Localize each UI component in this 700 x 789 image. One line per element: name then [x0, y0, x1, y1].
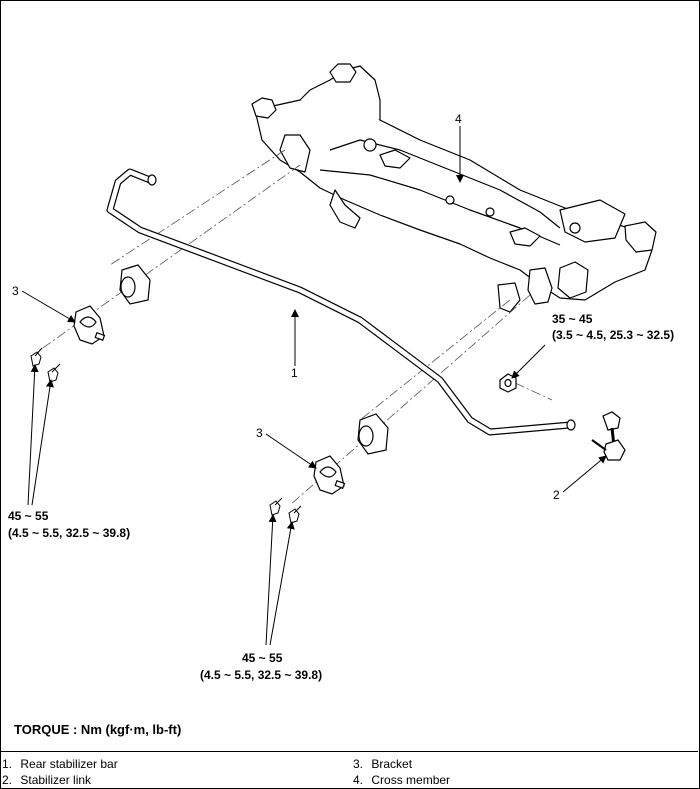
legend-number: 3.	[353, 757, 364, 771]
legend-item: 2. Stabilizer link	[2, 773, 91, 788]
legend-number: 4.	[353, 773, 364, 787]
legend-item: 1. Rear stabilizer bar	[2, 757, 118, 772]
leader-lines	[21, 126, 607, 646]
cross-member	[251, 63, 657, 313]
torque-link-nut-range: 35 ~ 45	[552, 312, 593, 326]
callout-3-center: 3	[256, 426, 263, 440]
legend-label: Bracket	[371, 757, 413, 771]
rear-stabilizer-bar	[106, 168, 576, 436]
legend-item: 4. Cross member	[353, 773, 450, 788]
bushings	[119, 264, 389, 455]
legend-label: Stabilizer link	[20, 773, 92, 787]
torque-center-bracket-range: 45 ~ 55	[242, 651, 283, 665]
legend-number: 1.	[2, 757, 13, 771]
torque-link-nut-detail: (3.5 ~ 4.5, 25.3 ~ 32.5)	[552, 328, 675, 342]
torque-left-bracket-detail: (4.5 ~ 5.5, 32.5 ~ 39.8)	[8, 526, 131, 540]
legend-label: Cross member	[371, 773, 451, 787]
torque-left-bracket-range: 45 ~ 55	[8, 509, 49, 523]
legend-divider	[1, 751, 698, 752]
torque-center-bracket-detail: (4.5 ~ 5.5, 32.5 ~ 39.8)	[200, 668, 323, 682]
stabilizer-link	[499, 373, 626, 461]
bolts	[30, 347, 302, 524]
callout-2: 2	[553, 488, 560, 502]
callout-3-left: 3	[12, 284, 19, 298]
callout-4: 4	[455, 112, 462, 126]
legend-number: 2.	[2, 773, 13, 787]
brackets	[73, 305, 346, 495]
legend-item: 3. Bracket	[353, 757, 412, 772]
callout-1: 1	[291, 366, 298, 380]
torque-unit-note: TORQUE : Nm (kgf·m, lb-ft)	[14, 722, 182, 737]
legend-label: Rear stabilizer bar	[20, 757, 118, 771]
